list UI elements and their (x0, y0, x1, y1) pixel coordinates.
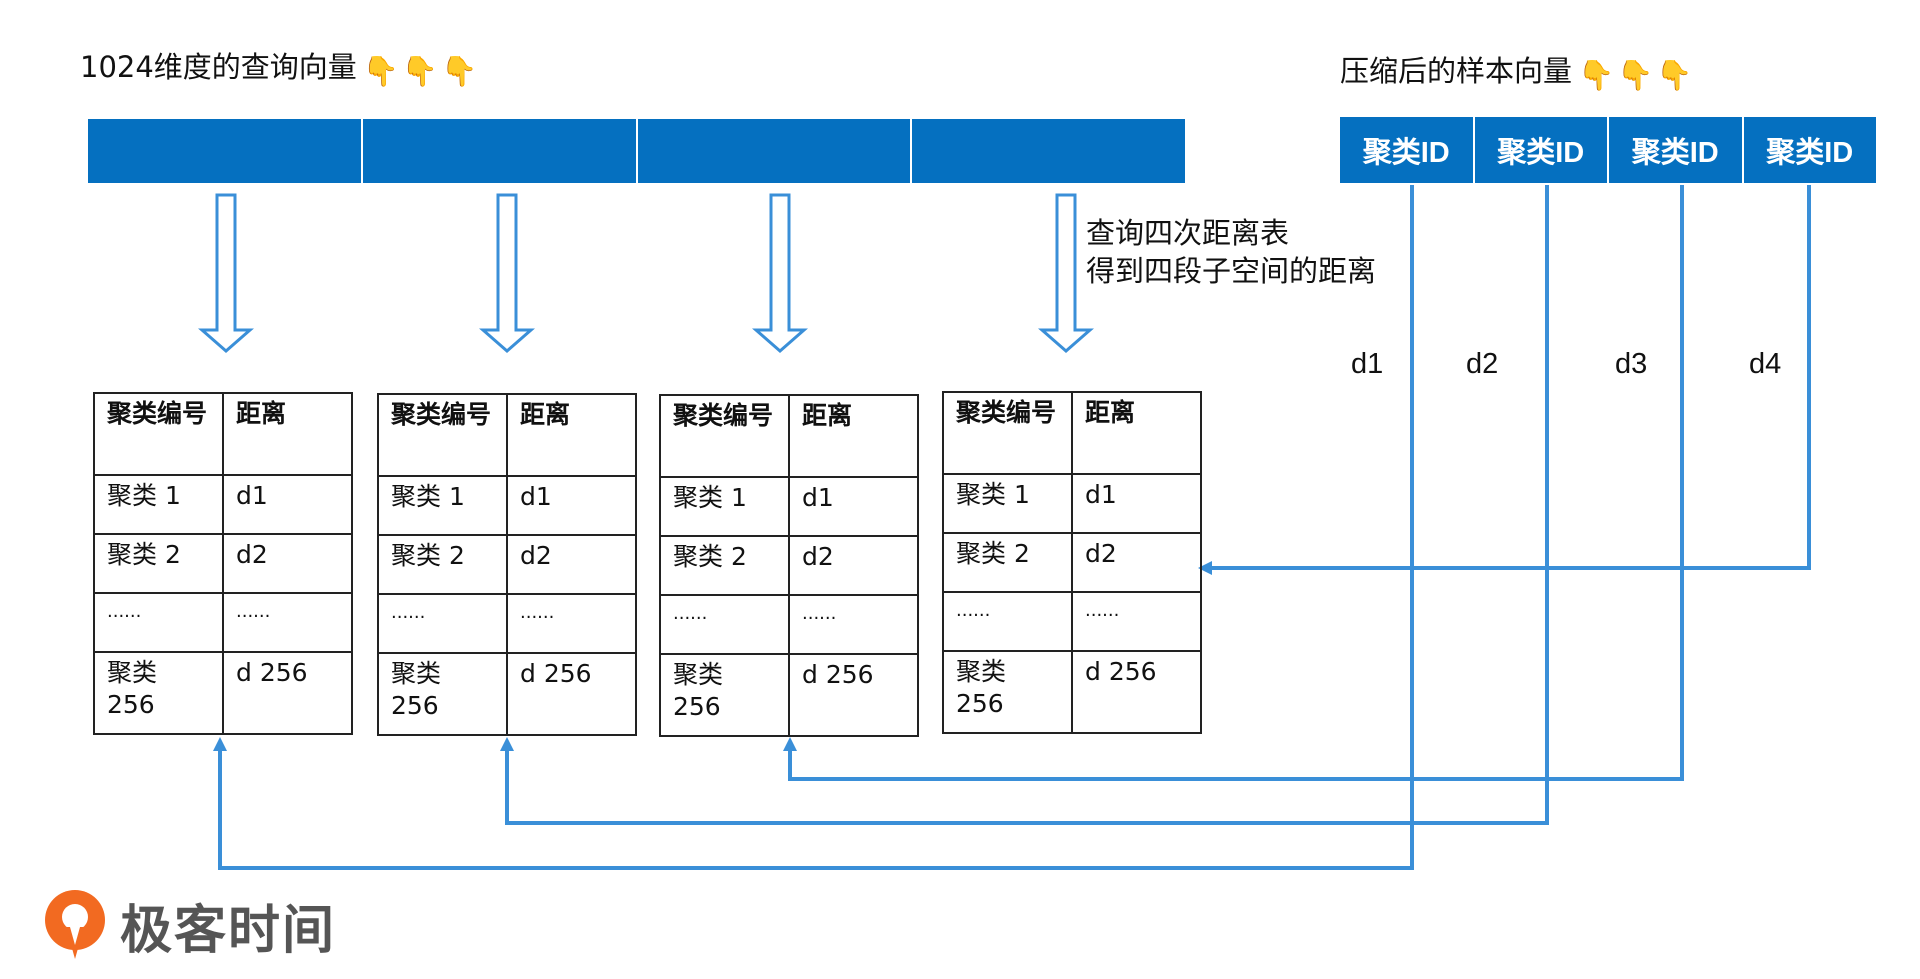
sample-vector-bar: 聚类ID 聚类ID 聚类ID 聚类ID (1340, 117, 1876, 183)
cluster-cell: 聚类 256 (659, 653, 790, 737)
logo-text: 极客时间 (120, 900, 337, 961)
lookup-line-d2 (505, 185, 1549, 825)
ellipsis-cell: ...... (942, 591, 1073, 652)
cluster-id-segment-3: 聚类ID (1609, 117, 1744, 183)
lookup-line-d4 (1210, 185, 1811, 570)
ellipsis-cell: ...... (377, 593, 508, 654)
distance-table-1: 聚类编号 距离 聚类 1 d1 聚类 2 d2 ...... ...... 聚类… (93, 392, 353, 735)
cluster-cell: 聚类 2 (942, 532, 1073, 593)
down-arrow-icon (1038, 193, 1094, 353)
cluster-id-segment-4: 聚类ID (1743, 117, 1876, 183)
header-distance: 距离 (788, 394, 919, 478)
cluster-cell: 聚类 1 (377, 475, 508, 536)
sample-vector-title-text: 压缩后的样本向量 (1340, 54, 1573, 88)
cluster-cell: 聚类 256 (377, 652, 508, 736)
pointing-down-icon: 👇 (1617, 58, 1654, 92)
cluster-cell: 聚类 2 (377, 534, 508, 595)
pointing-down-icon: 👇 (441, 54, 478, 88)
header-cluster-number: 聚类编号 (377, 393, 508, 477)
cluster-cell: 聚类 256 (93, 651, 224, 735)
header-cluster-number: 聚类编号 (659, 394, 790, 478)
distance-table-2: 聚类编号 距离 聚类 1 d1 聚类 2 d2 ...... ...... 聚类… (377, 393, 637, 736)
distance-cell: d 256 (788, 653, 919, 737)
cluster-cell: 聚类 2 (93, 533, 224, 594)
lookup-note: 查询四次距离表 得到四段子空间的距离 (1086, 214, 1376, 290)
cluster-cell: 聚类 256 (942, 650, 1073, 734)
query-subvector-segment (362, 119, 638, 183)
pointing-down-icon: 👇 (1656, 58, 1693, 92)
distance-cell: d1 (788, 476, 919, 537)
distance-cell: d 256 (506, 652, 637, 736)
header-cluster-number: 聚类编号 (942, 391, 1073, 475)
pointing-down-icon: 👇 (401, 54, 439, 88)
distance-cell: d2 (788, 535, 919, 596)
distance-cell: d1 (506, 475, 637, 536)
distance-label-d1: d1 (1351, 348, 1384, 380)
arrow-head-icon (783, 737, 797, 751)
lookup-note-line-1: 查询四次距离表 (1086, 216, 1290, 250)
sample-vector-title: 压缩后的样本向量👇👇👇 (1340, 48, 1695, 93)
distance-cell: d 256 (222, 651, 353, 735)
cluster-id-segment-2: 聚类ID (1474, 117, 1609, 183)
distance-label-d3: d3 (1615, 348, 1648, 380)
cluster-id-segment-1: 聚类ID (1340, 117, 1475, 183)
geekbang-logo: 极客时间 (42, 885, 336, 965)
ellipsis-cell: ...... (93, 592, 224, 653)
distance-label-d2: d2 (1466, 348, 1499, 380)
distance-table-3: 聚类编号 距离 聚类 1 d1 聚类 2 d2 ...... ...... 聚类… (659, 394, 919, 737)
pointing-down-icons: 👇👇👇 (363, 54, 480, 89)
down-arrow-icon (752, 193, 808, 353)
cluster-cell: 聚类 1 (659, 476, 790, 537)
distance-cell: d2 (1071, 532, 1202, 593)
arrow-head-icon (213, 737, 227, 751)
ellipsis-cell: ...... (1071, 591, 1202, 652)
arrow-head-icon (1198, 561, 1212, 575)
cluster-cell: 聚类 2 (659, 535, 790, 596)
cluster-cell: 聚类 1 (942, 473, 1073, 534)
query-subvector-segment (637, 119, 913, 183)
header-cluster-number: 聚类编号 (93, 392, 224, 476)
cluster-cell: 聚类 1 (93, 474, 224, 535)
distance-cell: d2 (222, 533, 353, 594)
lookup-line-d1 (218, 185, 1414, 870)
ellipsis-cell: ...... (788, 594, 919, 655)
down-arrow-icon (198, 193, 254, 353)
ellipsis-cell: ...... (222, 592, 353, 653)
distance-cell: d 256 (1071, 650, 1202, 734)
query-subvector-segment (88, 119, 363, 183)
logo-mark-icon (45, 890, 105, 959)
query-vector-title-text: 1024维度的查询向量 (80, 50, 357, 84)
distance-cell: d1 (222, 474, 353, 535)
pointing-down-icons: 👇👇👇 (1578, 58, 1695, 93)
pointing-down-icon: 👇 (1578, 58, 1615, 92)
lookup-line-d3 (788, 185, 1684, 781)
pointing-down-icon: 👇 (362, 54, 399, 88)
distance-cell: d2 (506, 534, 637, 595)
query-vector-title: 1024维度的查询向量👇👇👇 (80, 44, 480, 89)
lookup-note-line-2: 得到四段子空间的距离 (1086, 254, 1377, 288)
header-distance: 距离 (1071, 391, 1202, 475)
ellipsis-cell: ...... (659, 594, 790, 655)
distance-label-d4: d4 (1749, 348, 1782, 380)
down-arrow-icon (479, 193, 535, 353)
query-vector-bar (88, 119, 1185, 183)
header-distance: 距离 (506, 393, 637, 477)
distance-cell: d1 (1071, 473, 1202, 534)
distance-table-4: 聚类编号 距离 聚类 1 d1 聚类 2 d2 ...... ...... 聚类… (942, 391, 1202, 734)
header-distance: 距离 (222, 392, 353, 476)
arrow-head-icon (500, 737, 514, 751)
query-subvector-segment (912, 119, 1185, 183)
ellipsis-cell: ...... (506, 593, 637, 654)
